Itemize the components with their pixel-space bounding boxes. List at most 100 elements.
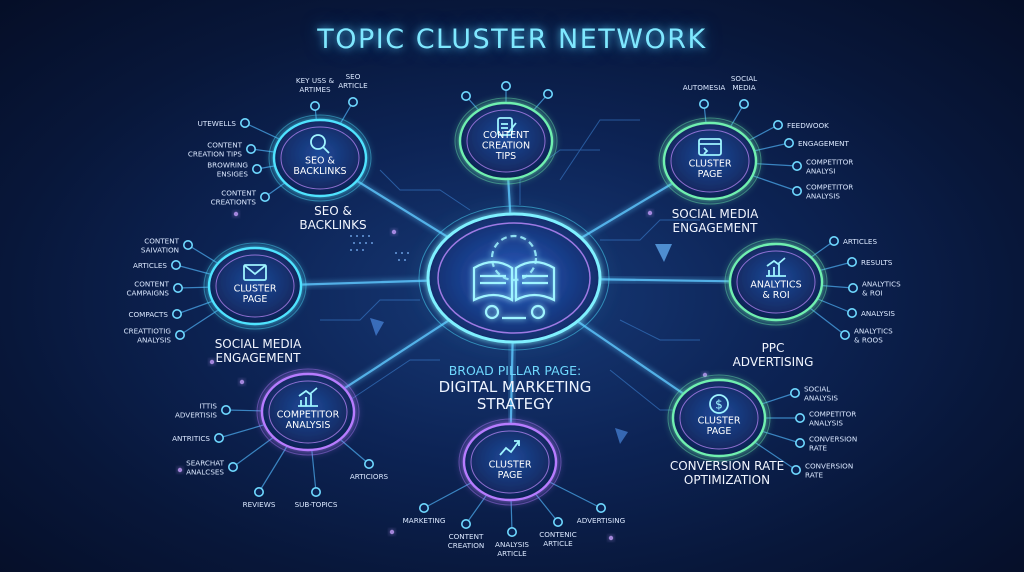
dollar-cycle-icon: $ xyxy=(709,394,729,414)
leaf-dot xyxy=(363,458,374,469)
sparkle xyxy=(239,379,245,385)
pillar-title-line1: DIGITAL MARKETING xyxy=(439,378,592,396)
leaf-label: REVIEWS xyxy=(243,500,276,509)
sparkle xyxy=(608,535,614,541)
magnifier-icon xyxy=(310,134,330,154)
leaf-dot xyxy=(171,259,182,270)
leaf-dot xyxy=(246,144,257,155)
sparkle xyxy=(209,359,215,365)
pillar-subtitle: BROAD PILLAR PAGE: xyxy=(449,363,582,378)
sparkle xyxy=(389,529,395,535)
leaf-label: KEY USS &ARTIMES xyxy=(296,76,335,94)
leaf-dot xyxy=(738,99,749,110)
leaf-dot xyxy=(772,120,783,131)
bar-chart-icon xyxy=(766,257,786,277)
leaf-dot xyxy=(789,387,800,398)
leaf-dot xyxy=(791,186,802,197)
leaf-dot xyxy=(259,192,270,203)
open-book-icon xyxy=(472,234,556,320)
sparkle xyxy=(647,210,653,216)
leaf-dot xyxy=(214,432,225,443)
leaf-label: AUTOMESIA xyxy=(683,83,726,92)
leaf-dot xyxy=(175,329,186,340)
cluster-node-seo: SEO &BACKLINKS xyxy=(268,114,372,202)
leaf-dot xyxy=(418,502,429,513)
leaf-dot xyxy=(542,89,553,100)
leaf-dot xyxy=(783,138,794,149)
leaf-dot xyxy=(173,282,184,293)
leaf-dot xyxy=(347,97,358,108)
leaf-label: RESULTS xyxy=(861,258,893,267)
cluster-node-label: ANALYTICS& ROI xyxy=(750,280,801,302)
leaf-label: SUB-TOPICS xyxy=(295,500,338,509)
leaf-dot xyxy=(794,412,805,423)
cluster-caption: SEO &BACKLINKS xyxy=(299,204,366,232)
leaf-dot xyxy=(595,502,606,513)
edit-document-icon xyxy=(497,117,517,136)
leaf-label: ENGAGEMENT xyxy=(798,139,850,148)
leaf-label: ARTICIORS xyxy=(350,472,389,481)
leaf-label: COMPACTS xyxy=(128,310,168,319)
leaf-dot xyxy=(839,329,850,340)
leaf-dot xyxy=(506,526,517,537)
cluster-node-analytics: ANALYTICS& ROI xyxy=(724,238,828,326)
line-chart-icon xyxy=(499,440,520,456)
leaf-dot xyxy=(228,461,239,472)
sparkle xyxy=(177,467,183,473)
leaf-dot xyxy=(309,101,320,112)
sparkle xyxy=(233,211,239,217)
pillar-caption: BROAD PILLAR PAGE: DIGITAL MARKETING STR… xyxy=(439,363,592,413)
leaf-label: FEEDWOOK xyxy=(787,121,829,130)
circuit-traces xyxy=(320,119,700,411)
diagram-title: TOPIC CLUSTER NETWORK xyxy=(317,24,707,55)
pillar-hub xyxy=(418,205,610,351)
leaf-dot xyxy=(240,118,251,129)
leaf-label: MARKETING xyxy=(403,516,446,525)
leaf-dot xyxy=(460,518,471,529)
leaf-label: ARTICLES xyxy=(843,237,877,246)
pillar-title-line2: STRATEGY xyxy=(477,395,554,413)
leaf-dot xyxy=(172,308,183,319)
leaf-label: ADVERTISING xyxy=(577,516,625,525)
leaf-label: ANALYTICS& ROOS xyxy=(854,327,893,345)
leaf-dot xyxy=(221,404,232,415)
leaf-label: ANALYTICS& ROI xyxy=(862,280,901,298)
leaf-dot xyxy=(310,486,321,497)
leaf-dot xyxy=(552,516,563,527)
browser-window-icon xyxy=(698,138,722,156)
leaf-dot xyxy=(828,236,839,247)
